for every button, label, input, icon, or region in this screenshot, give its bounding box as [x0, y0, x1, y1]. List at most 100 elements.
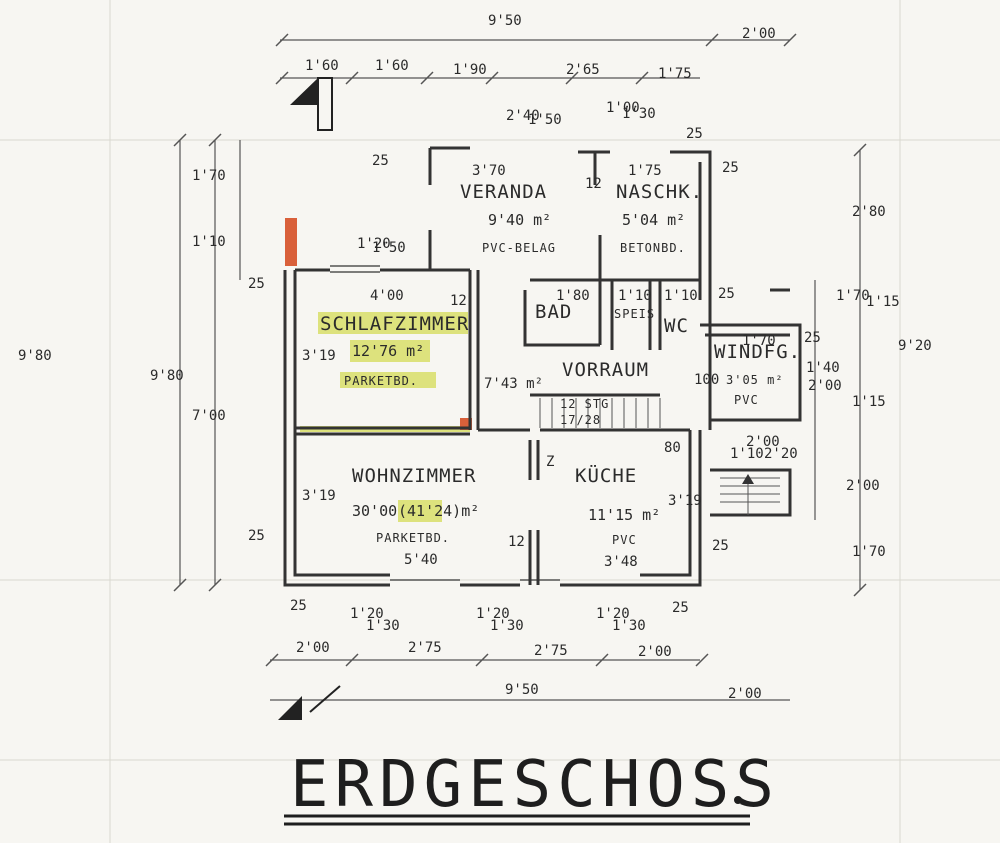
kueche-width: 3'48	[604, 554, 638, 570]
wohnzimmer-name: WOHNZIMMER	[352, 465, 476, 487]
bottom-window-5: 1'20	[596, 606, 630, 622]
windfang-floor: PVC	[734, 393, 759, 407]
stair-steps	[539, 398, 780, 515]
wohnzimmer-area: 30'00	[352, 502, 397, 520]
veranda-name: VERANDA	[460, 181, 547, 203]
wall-thickness-25-b: 25	[248, 276, 265, 292]
right-c-dim: 2'00	[846, 478, 880, 494]
left-seven-dim: 7'00	[192, 408, 226, 424]
bottom-window-1: 1'20	[350, 606, 384, 622]
wall-thickness-25-f: 25	[712, 538, 729, 554]
windfang-name: WINDFG.	[714, 341, 801, 363]
top-total-dim: 9'50	[488, 13, 522, 29]
top-seg-3: 1'90	[453, 62, 487, 78]
kueche-depth: 3'19	[668, 493, 702, 509]
wall-marker-red	[285, 218, 297, 266]
naschk-area: 5'04 m²	[622, 211, 685, 229]
north-arrow-bottom-icon	[278, 685, 341, 720]
wohnzimmer-area-marked: (41'24)m²	[398, 502, 479, 520]
wall-thickness-25-h: 25	[722, 160, 739, 176]
kueche-area: 11'15 m²	[588, 506, 660, 524]
window-dim-e: 1'00	[606, 100, 640, 116]
schlafzimmer-depth: 3'19	[302, 348, 336, 364]
windfang-dim-b: 1'10	[730, 446, 764, 462]
dimension-lines	[173, 33, 867, 701]
top-right-dim: 2'00	[742, 26, 776, 42]
window-marks	[330, 265, 560, 581]
title-dot	[734, 796, 742, 804]
windfang-dim-c: 2'20	[764, 446, 798, 462]
stair-steps: 17/28	[560, 413, 601, 427]
wall-thickness-25-d: 25	[290, 598, 307, 614]
north-arrow-top-icon	[290, 77, 333, 131]
wall-thickness-25-a: 25	[372, 153, 389, 169]
small-dim-80: 80	[664, 440, 681, 456]
bad-size: 1'80	[556, 288, 590, 304]
right-a-dim: 2'80	[852, 204, 886, 220]
wall-thickness-25-i: 25	[804, 330, 821, 346]
window-dim-c: 1'20	[357, 236, 391, 252]
top-seg-4: 2'65	[566, 62, 600, 78]
bottom-seg-2: 2'75	[408, 640, 442, 656]
bottom-right-dim: 2'00	[728, 686, 762, 702]
wc-size: 1'10	[664, 288, 698, 304]
bottom-seg-1: 2'00	[296, 640, 330, 656]
wohnzimmer-floor: PARKETBD.	[376, 531, 450, 545]
schlafzimmer-floor: PARKETBD.	[344, 374, 418, 388]
naschk-size: 1'75	[628, 163, 662, 179]
windfang-size: 1'70	[742, 333, 776, 349]
wohnzimmer-depth: 3'19	[302, 488, 336, 504]
wohnzimmer-width: 5'40	[404, 552, 438, 568]
bad-name: BAD	[535, 301, 572, 323]
stair-label: 12 STG	[560, 397, 609, 411]
wall-thickness-25-j: 25	[686, 126, 703, 142]
stair-arrow-icon	[742, 474, 754, 484]
window-dim-f: 1'30	[622, 106, 656, 122]
top-seg-2: 1'60	[375, 58, 409, 74]
schlafzimmer-width: 4'00	[370, 288, 404, 304]
naschk-name: NASCHK.	[616, 181, 703, 203]
vorraum-name: VORRAUM	[562, 359, 649, 381]
windfang-dim-a: 2'00	[746, 434, 780, 450]
kueche-name: KÜCHE	[575, 464, 637, 487]
veranda-floor: PVC-BELAG	[482, 241, 556, 255]
wall-thickness-25-e: 25	[672, 600, 689, 616]
left-inner-dim: 9'80	[150, 368, 184, 384]
small-dim-100: 100	[694, 372, 719, 388]
plan-title: ERDGESCHOSS	[290, 748, 780, 822]
right-f-dim: 1'15	[852, 394, 886, 410]
naschk-floor: BETONBD.	[620, 241, 686, 255]
wall-thickness-12-b: 12	[450, 293, 467, 309]
window-dim-a: 2'40	[506, 108, 540, 124]
left-upper-a-dim: 1'70	[192, 168, 226, 184]
wall-thickness-12-c: 12	[508, 534, 525, 550]
walls	[283, 146, 802, 587]
right-overall-dim: 9'20	[898, 338, 932, 354]
bottom-total-dim: 9'50	[505, 682, 539, 698]
veranda-size: 3'70	[472, 163, 506, 179]
top-seg-5: 1'75	[658, 66, 692, 82]
bottom-window-3: 1'20	[476, 606, 510, 622]
bottom-window-4: 1'30	[490, 618, 524, 634]
wc-name: WC	[664, 315, 689, 337]
wall-thickness-12-a: 12	[585, 176, 602, 192]
schlafzimmer-area: 12'76 m²	[352, 342, 424, 360]
bottom-window-2: 1'30	[366, 618, 400, 634]
bottom-seg-4: 2'00	[638, 644, 672, 660]
right-b-dim: 1'70	[836, 288, 870, 304]
top-seg-1: 1'60	[305, 58, 339, 74]
right-g-dim: 2'00	[808, 378, 842, 394]
right-d-dim: 1'70	[852, 544, 886, 560]
windfang-area: 3'05 m²	[726, 373, 784, 387]
veranda-area: 9'40 m²	[488, 211, 551, 229]
vorraum-area: 7'43 m²	[484, 376, 543, 392]
stair-z-mark: Z	[546, 454, 554, 470]
wall-thickness-25-g: 25	[718, 286, 735, 302]
kueche-floor: PVC	[612, 533, 637, 547]
schlafzimmer-name: SCHLAFZIMMER	[320, 313, 469, 335]
small-dim-140: 1'40	[806, 360, 840, 376]
bottom-seg-3: 2'75	[534, 643, 568, 659]
window-dim-b: 1'50	[528, 112, 562, 128]
